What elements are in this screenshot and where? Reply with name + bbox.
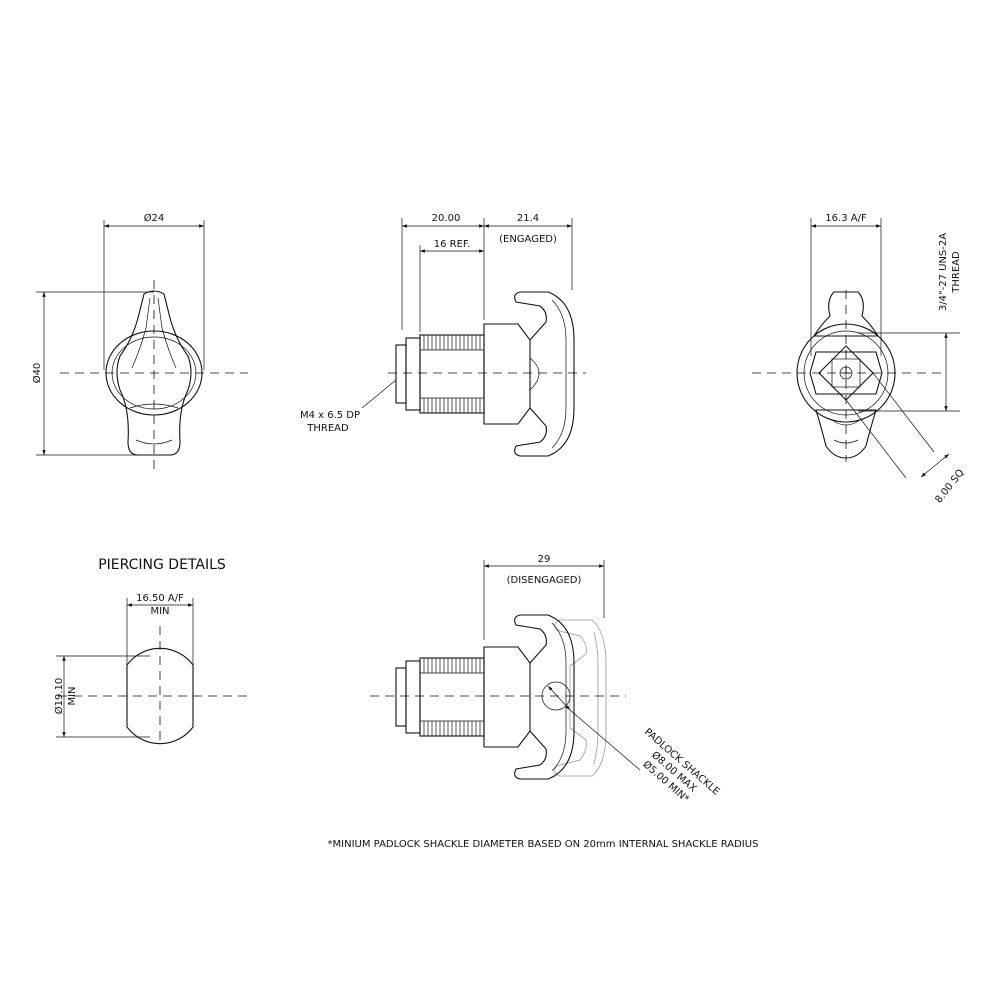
side-view-engaged: 20.00 21.4 (ENGAGED) 16 REF. M4 x 6.5 DP…	[300, 213, 586, 457]
thread-label-1: M4 x 6.5 DP	[300, 410, 360, 421]
pierce-af-label-1: 16.50 A/F	[136, 593, 184, 604]
thread-label-2: THREAD	[306, 423, 349, 434]
rear-view: 16.3 A/F 3/4"-27 UNS-2A THREAD 8.00 SQ	[752, 213, 967, 505]
side-engaged-note: (ENGAGED)	[499, 234, 557, 245]
pierce-af-label-2: MIN	[150, 606, 169, 617]
front-height-label: Ø40	[31, 363, 43, 384]
rear-uns-label-2: THREAD	[951, 251, 962, 294]
piercing-details: PIERCING DETAILS 16.50 A/F MIN Ø19.10 MI…	[53, 557, 250, 745]
rear-sq-label: 8.00 SQ	[933, 467, 966, 505]
front-view: Ø24 Ø40	[31, 212, 248, 470]
diseng-note: (DISENGAGED)	[507, 575, 582, 586]
piercing-title: PIERCING DETAILS	[98, 557, 226, 573]
rear-uns-label-1: 3/4"-27 UNS-2A	[938, 233, 949, 311]
side-ref-label: 16 REF.	[434, 239, 471, 250]
side-engaged-label: 21.4	[517, 213, 539, 224]
diseng-length-label: 29	[538, 554, 551, 565]
side-view-disengaged: 29 (DISENGAGED) PADLOCK SHACKLE Ø8.00 MA…	[370, 554, 721, 805]
pierce-dia-label-1: Ø19.10	[53, 678, 65, 715]
pierce-dia-label-2: MIN	[67, 686, 78, 705]
footnote: *MINIUM PADLOCK SHACKLE DIAMETER BASED O…	[328, 839, 759, 850]
rear-af-label: 16.3 A/F	[825, 213, 867, 224]
side-length-label: 20.00	[432, 213, 461, 224]
front-dia-label: Ø24	[144, 212, 165, 224]
